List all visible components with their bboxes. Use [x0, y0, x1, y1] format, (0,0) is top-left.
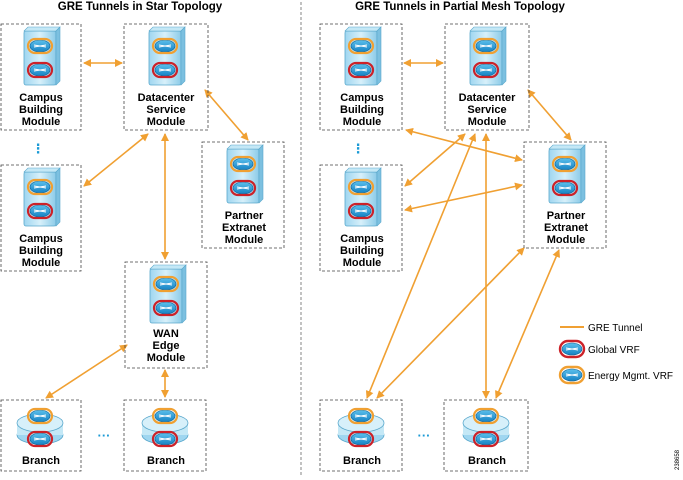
module-label: Campus [19, 92, 62, 104]
module-label: Extranet [544, 222, 588, 234]
star-datacenter-module[interactable]: Datacenter Service Module [123, 23, 209, 131]
module-label: Module [468, 116, 507, 128]
router-icon [463, 409, 509, 446]
tunnel-datacenter-branch1 [365, 133, 477, 399]
figure-id: 238658 [675, 449, 681, 470]
switch-icon [549, 145, 585, 203]
switch-icon [345, 27, 381, 85]
module-label: Building [340, 104, 384, 116]
module-box [201, 141, 285, 249]
module-label: Branch [147, 455, 185, 467]
module-label: Datacenter [138, 92, 196, 104]
tunnel-datacenter-partner [527, 89, 572, 141]
module-label: Branch [468, 455, 506, 467]
router-icon [142, 409, 188, 446]
mesh-topology-title: GRE Tunnels in Partial Mesh Topology [355, 1, 565, 13]
vertical-ellipsis: ⋮ [352, 141, 365, 156]
switch-icon [345, 168, 381, 226]
mesh-partner-module[interactable]: Partner Extranet Module [523, 141, 607, 249]
module-box [443, 399, 529, 472]
module-label: Module [225, 234, 264, 246]
mesh-tunnels [365, 59, 572, 399]
mesh-branch-1[interactable]: Branch [319, 399, 403, 472]
module-label: WAN [153, 328, 179, 340]
switch-icon [227, 145, 263, 203]
router-icon [17, 409, 63, 446]
switch-icon [149, 27, 185, 85]
legend-global-vrf: Global VRF [588, 345, 640, 356]
module-label: Branch [22, 455, 60, 467]
horizontal-ellipsis: ··· [98, 428, 111, 443]
module-label: Partner [225, 210, 264, 222]
module-box [523, 141, 607, 249]
module-label: Edge [153, 340, 180, 352]
module-label: Module [22, 116, 61, 128]
module-label: Datacenter [459, 92, 517, 104]
router-icon [338, 409, 384, 446]
module-label: Extranet [222, 222, 266, 234]
mesh-campus-module-1[interactable]: Campus Building Module [319, 23, 403, 131]
module-box [444, 23, 530, 131]
star-topology-title: GRE Tunnels in Star Topology [58, 1, 223, 13]
star-branch-1[interactable]: Branch [0, 399, 82, 472]
module-box [0, 23, 82, 131]
tunnel-wan-branch1 [45, 344, 128, 399]
global-vrf-icon [558, 339, 586, 359]
module-label: Campus [19, 233, 62, 245]
star-branch-2[interactable]: Branch [123, 399, 207, 472]
module-label: Branch [343, 455, 381, 467]
module-label: Module [343, 116, 382, 128]
module-box [0, 164, 82, 272]
module-box [319, 399, 403, 472]
star-campus-module-2[interactable]: Campus Building Module [0, 164, 82, 272]
module-label: Building [340, 245, 384, 257]
switch-icon [24, 27, 60, 85]
module-label: Campus [340, 92, 383, 104]
horizontal-ellipsis: ··· [418, 428, 431, 443]
module-label: Partner [547, 210, 586, 222]
vertical-ellipsis: ⋮ [32, 141, 45, 156]
module-box [0, 399, 82, 472]
module-label: Module [22, 257, 61, 269]
legend-energy-vrf: Energy Mgmt. VRF [588, 371, 673, 382]
star-partner-module[interactable]: Partner Extranet Module [201, 141, 285, 249]
module-label: Service [146, 104, 185, 116]
module-box [319, 23, 403, 131]
mesh-datacenter-module[interactable]: Datacenter Service Module [444, 23, 530, 131]
module-box [123, 399, 207, 472]
tunnel-campus2-partner [404, 182, 523, 213]
star-tunnels [45, 59, 249, 399]
star-wan-edge-module[interactable]: WAN Edge Module [124, 261, 208, 369]
tunnel-datacenter-campus2 [83, 133, 149, 187]
mesh-campus-module-2[interactable]: Campus Building Module [319, 164, 403, 272]
legend: GRE Tunnel Global VRF Energy Mgmt. VRF [558, 323, 673, 385]
switch-icon [470, 27, 506, 85]
switch-icon [24, 168, 60, 226]
module-label: Building [19, 104, 63, 116]
module-box [124, 261, 208, 369]
module-label: Building [19, 245, 63, 257]
module-box [123, 23, 209, 131]
module-label: Service [467, 104, 506, 116]
tunnel-datacenter-partner [204, 89, 249, 141]
tunnel-partner-branch2 [495, 249, 560, 399]
module-label: Module [147, 116, 186, 128]
module-label: Module [147, 352, 186, 364]
module-box [319, 164, 403, 272]
energy-vrf-icon [558, 365, 586, 385]
module-label: Module [343, 257, 382, 269]
legend-gre-tunnel: GRE Tunnel [588, 323, 642, 334]
switch-icon [150, 265, 186, 323]
module-label: Campus [340, 233, 383, 245]
tunnel-partner-branch1 [376, 247, 525, 399]
module-label: Module [547, 234, 586, 246]
star-campus-module-1[interactable]: Campus Building Module [0, 23, 82, 131]
tunnel-datacenter-campus2 [404, 133, 466, 187]
mesh-branch-2[interactable]: Branch [443, 399, 529, 472]
